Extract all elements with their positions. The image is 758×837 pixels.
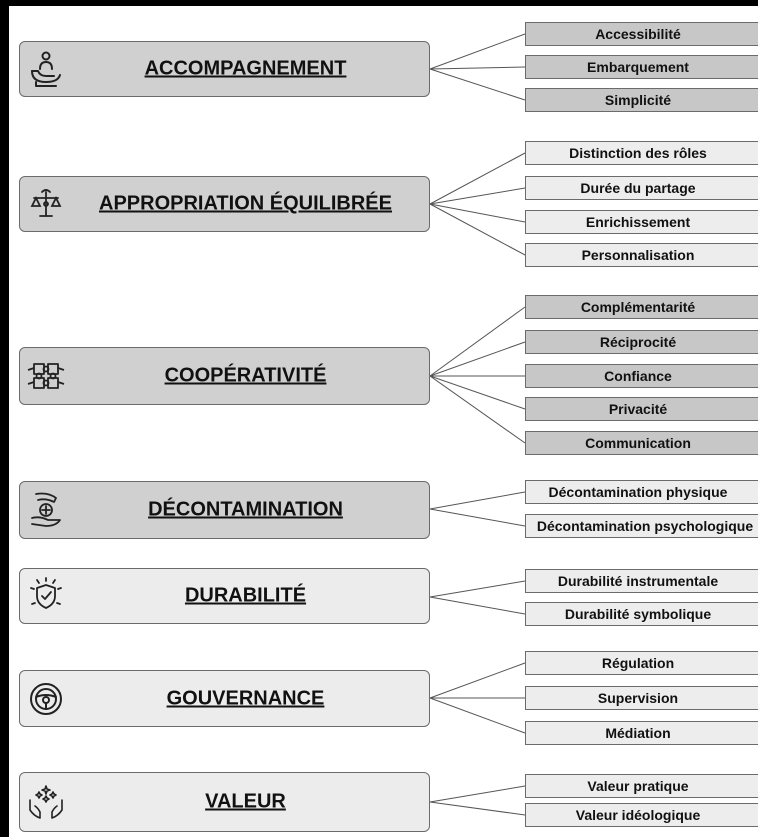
item-supervision: Supervision <box>525 686 758 710</box>
item-mediation: Médiation <box>525 721 758 745</box>
hands-sparkle-icon <box>26 782 66 822</box>
item-communication: Communication <box>525 431 758 455</box>
item-accessibilite: Accessibilité <box>525 22 758 46</box>
category-appropriation: APPROPRIATION ÉQUILIBRÉE <box>19 176 430 232</box>
item-decontamination-psychologique: Décontamination psychologique <box>525 514 758 538</box>
category-label: ACCOMPAGNEMENT <box>144 57 347 80</box>
category-label: DURABILITÉ <box>184 584 307 607</box>
item-durabilite-instrumentale: Durabilité instrumentale <box>525 569 758 593</box>
category-accompagnement: ACCOMPAGNEMENT <box>19 41 430 97</box>
item-complementarite: Complémentarité <box>525 295 758 319</box>
item-privacite: Privacité <box>525 397 758 421</box>
item-simplicite: Simplicité <box>525 88 758 112</box>
item-enrichissement: Enrichissement <box>525 210 758 234</box>
item-decontamination-physique: Décontamination physique <box>525 480 758 504</box>
item-distinction-roles: Distinction des rôles <box>525 141 758 165</box>
category-durabilite: DURABILITÉ <box>19 568 430 624</box>
category-label: APPROPRIATION ÉQUILIBRÉE <box>99 192 392 215</box>
hands-medical-shield-icon <box>26 490 66 530</box>
shield-check-icon <box>26 576 66 616</box>
item-personnalisation: Personnalisation <box>525 243 758 267</box>
item-durabilite-symbolique: Durabilité symbolique <box>525 602 758 626</box>
balance-scale-icon <box>26 184 66 224</box>
item-embarquement: Embarquement <box>525 55 758 79</box>
category-decontamination: DÉCONTAMINATION <box>19 481 430 539</box>
category-gouvernance: GOUVERNANCE <box>19 670 430 727</box>
category-valeur: VALEUR <box>19 772 430 832</box>
item-valeur-ideologique: Valeur idéologique <box>525 803 758 827</box>
item-duree-partage: Durée du partage <box>525 176 758 200</box>
item-reciprocite: Réciprocité <box>525 330 758 354</box>
puzzle-cooperation-icon <box>26 356 66 396</box>
item-regulation: Régulation <box>525 651 758 675</box>
item-valeur-pratique: Valeur pratique <box>525 774 758 798</box>
category-label: COOPÉRATIVITÉ <box>164 364 327 387</box>
steering-wheel-icon <box>26 679 66 719</box>
category-label: DÉCONTAMINATION <box>148 498 343 521</box>
item-confiance: Confiance <box>525 364 758 388</box>
category-label: GOUVERNANCE <box>166 687 325 709</box>
category-cooperativite: COOPÉRATIVITÉ <box>19 347 430 405</box>
category-label: VALEUR <box>205 790 286 813</box>
mind-map-canvas: ACCOMPAGNEMENT Accessibilité Embarquemen… <box>9 6 758 837</box>
hand-holding-person-icon <box>26 49 66 89</box>
connector-lines <box>429 33 526 816</box>
